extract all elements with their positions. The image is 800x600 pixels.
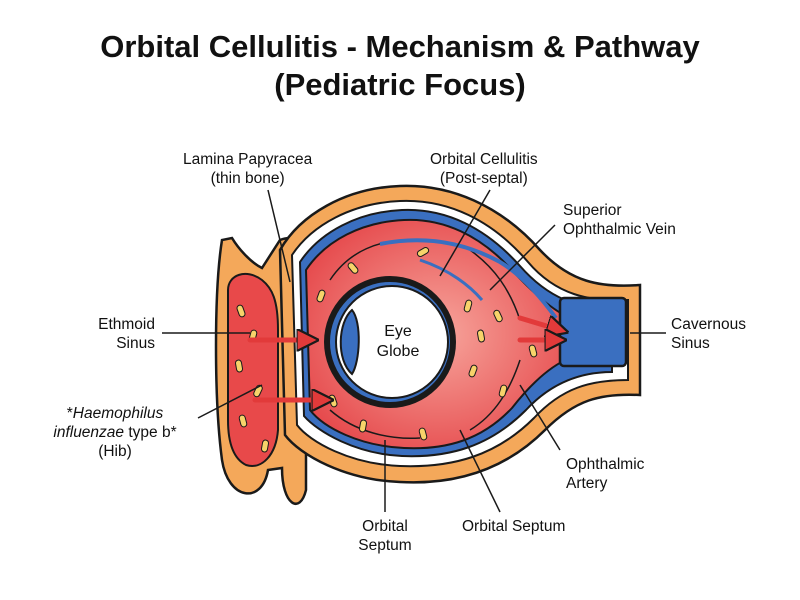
label-orbital-cellulitis: Orbital Cellulitis (Post-septal)	[430, 151, 538, 187]
label-ophthalmic-artery: Ophthalmic Artery	[566, 456, 645, 492]
label-lamina-papyracea: Lamina Papyracea (thin bone)	[183, 151, 313, 187]
label-cavernous-sinus: Cavernous Sinus	[671, 316, 746, 352]
ethmoid-sinus	[227, 272, 279, 467]
label-hib: *Haemophilus influenzae type b* (Hib)	[53, 405, 177, 460]
spread-arrows	[247, 318, 560, 400]
cavernous-sinus	[558, 296, 628, 368]
label-superior-ophthalmic-vein: Superior Ophthalmic Vein	[563, 202, 676, 238]
label-orbital-septum-left: Orbital Septum	[358, 518, 412, 554]
page-title-line-1: Orbital Cellulitis - Mechanism & Pathway	[100, 29, 700, 64]
leader-lines	[162, 189, 666, 513]
label-ethmoid-sinus: Ethmoid Sinus	[98, 316, 155, 352]
cornea	[339, 308, 360, 376]
label-eye-globe: Eye Globe	[376, 323, 420, 360]
label-orbital-septum-right: Orbital Septum	[462, 518, 566, 535]
page-title-line-2: (Pediatric Focus)	[274, 67, 526, 102]
